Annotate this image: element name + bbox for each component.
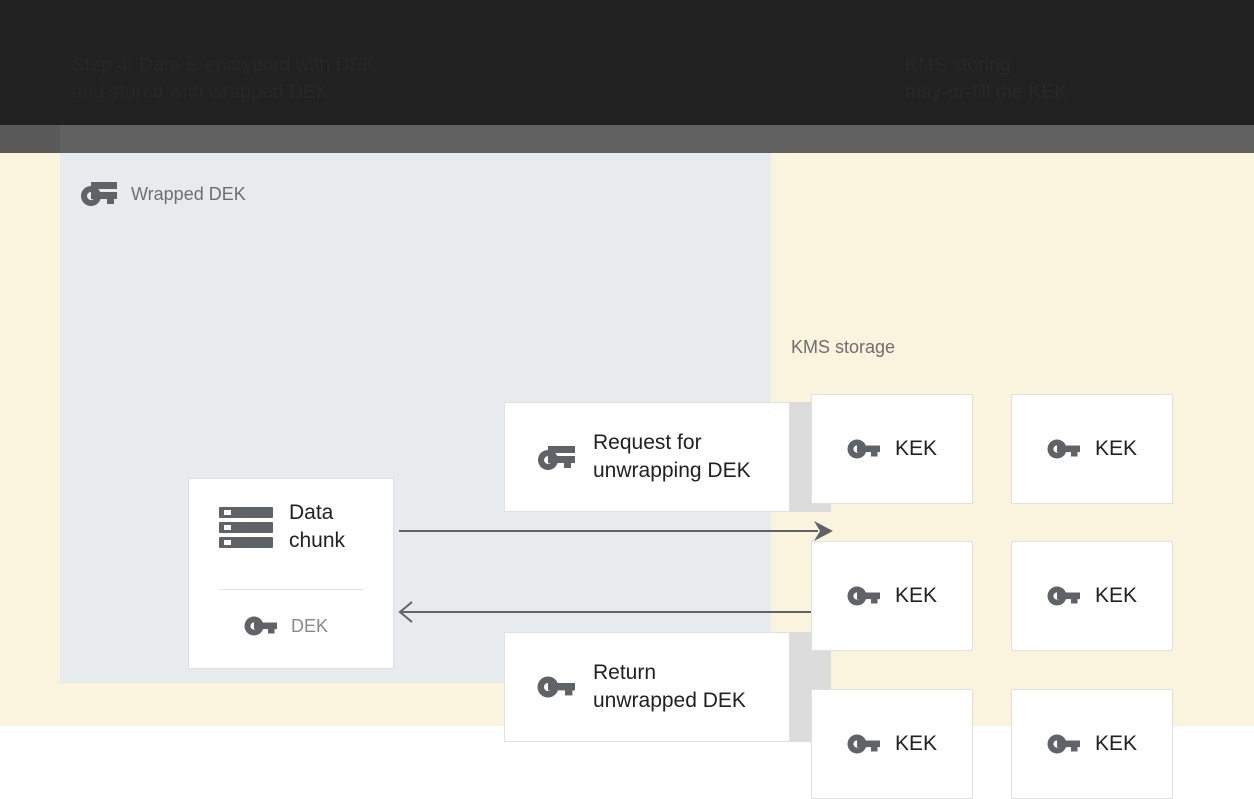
header-right-line-1: KMS storing	[905, 55, 1011, 76]
dek-row: DEK	[189, 613, 393, 639]
header-title-line-2: and stored with wrapped DEK	[72, 82, 329, 103]
kek-label: KEK	[1094, 437, 1138, 460]
key-icon	[847, 731, 881, 757]
key-icon	[1047, 731, 1081, 757]
kek-box[interactable]: KEK	[1011, 541, 1173, 651]
kek-box[interactable]: KEK	[811, 541, 973, 651]
kek-label: KEK	[1094, 584, 1138, 607]
request-unwrapping-dek-card[interactable]: Request for unwrapping DEK	[504, 402, 790, 512]
return-unwrapped-dek-card[interactable]: Return unwrapped DEK	[504, 632, 790, 742]
key-icon	[244, 613, 278, 639]
data-chunk-label: Data chunk	[289, 501, 346, 552]
key-icon	[537, 672, 577, 702]
kek-label: KEK	[1094, 732, 1138, 755]
dek-label: DEK	[291, 616, 329, 636]
kek-box[interactable]: KEK	[1011, 394, 1173, 504]
gray-separator-band-left-shade	[0, 125, 60, 153]
kek-box[interactable]: KEK	[811, 394, 973, 504]
header-title: Step 4: Data is encrypted with DEK and s…	[72, 52, 402, 106]
kek-label: KEK	[894, 584, 938, 607]
kek-box[interactable]: KEK	[1011, 689, 1173, 799]
kek-box[interactable]: KEK	[811, 689, 973, 799]
wrapped-dek-panel: Wrapped DEK	[60, 153, 835, 742]
data-chunk-card[interactable]: Data chunk DEK	[188, 478, 394, 669]
wrapped-dek-panel-title: Wrapped DEK	[131, 184, 246, 204]
gray-separator-band	[0, 125, 1254, 153]
arrow-to-kms	[390, 518, 835, 544]
key-wrapped-icon	[537, 442, 577, 472]
header-right-text: KMS storing may-or-fill the KEK	[905, 52, 1235, 106]
storage-stack-icon	[219, 506, 273, 548]
return-unwrapped-dek-label: Return unwrapped DEK	[593, 661, 746, 712]
key-icon	[847, 436, 881, 462]
data-chunk-divider	[219, 589, 363, 590]
kek-label: KEK	[894, 437, 938, 460]
kek-label: KEK	[894, 732, 938, 755]
request-unwrapping-dek-label: Request for unwrapping DEK	[593, 431, 751, 482]
kms-storage-title: KMS storage	[791, 337, 896, 357]
header-title-line-1: Step 4: Data is encrypted with DEK	[72, 55, 376, 76]
key-icon	[847, 583, 881, 609]
arrow-from-kms	[390, 599, 835, 625]
top-dark-band	[0, 0, 1254, 125]
key-wrapped-icon	[80, 179, 118, 207]
header-right-line-2: may-or-fill the KEK	[905, 82, 1068, 103]
data-chunk-row: Data chunk	[189, 499, 393, 555]
diagram-canvas: Wrapped DEK	[0, 153, 1254, 799]
key-icon	[1047, 436, 1081, 462]
key-icon	[1047, 583, 1081, 609]
